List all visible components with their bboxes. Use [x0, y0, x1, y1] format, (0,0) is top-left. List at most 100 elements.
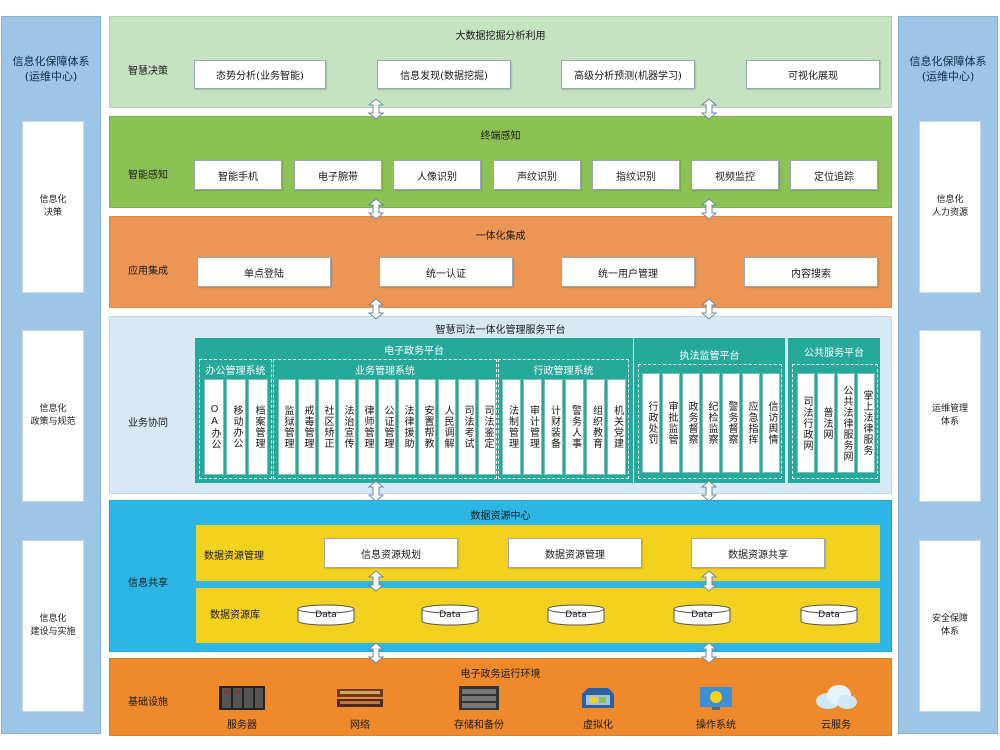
enforce-item-0: 行政处罚 — [642, 373, 660, 473]
infra-item-cloud: 云服务 — [796, 683, 876, 731]
infra-label-server: 服务器 — [227, 720, 257, 731]
business-item-8: 人民调解 — [438, 379, 456, 475]
enforcement-box: 行政处罚审批监管政务督察纪检监察警务督察应急指挥信访舆情 — [638, 364, 782, 479]
double-arrow-icon — [700, 642, 718, 664]
bigdata-item-visualization: 可视化展现 — [746, 60, 880, 89]
terminal-item-face: 人像识别 — [393, 160, 481, 190]
infra-item-network: 网络 — [320, 685, 400, 731]
business-item-1: 戒毒管理 — [298, 379, 316, 475]
infra-label-os: 操作系统 — [696, 720, 736, 731]
enforce-item-3: 纪检监察 — [702, 373, 720, 473]
business-mgmt-title: 业务管理系统 — [355, 366, 415, 377]
server-icon — [219, 686, 265, 710]
integration-label: 应用集成 — [128, 266, 168, 277]
integration-item-usermgmt: 统一用户管理 — [561, 257, 695, 287]
business-item-5: 公证管理 — [378, 379, 396, 475]
infra-title: 电子政务运行环境 — [460, 669, 541, 680]
left-box-construction-line2: 建设与实施 — [30, 627, 76, 637]
integration-layer: 一体化集成 应用集成 单点登陆 统一认证 统一用户管理 内容搜索 — [109, 216, 892, 308]
data-cylinder-label: Data — [565, 610, 587, 620]
double-arrow-icon — [367, 98, 385, 120]
data-cylinder-3: Data — [672, 604, 732, 626]
terminal-label: 智能感知 — [128, 170, 168, 181]
egov-platform-title: 电子政务平台 — [384, 346, 444, 357]
infra-label-cloud: 云服务 — [821, 720, 851, 731]
data-mgmt-item-planning: 信息资源规划 — [324, 538, 458, 568]
double-arrow-icon — [367, 570, 385, 592]
terminal-item-wristband: 电子腕带 — [294, 160, 382, 190]
double-arrow-icon — [700, 98, 718, 120]
terminal-item-fingerprint: 指纹识别 — [592, 160, 680, 190]
infra-layer: 电子政务运行环境 基础设施 服务器 网络 存储和备份 虚拟化 — [109, 658, 892, 736]
os-icon — [700, 687, 732, 710]
data-cylinder-1: Data — [420, 604, 480, 626]
public-item-2: 公共法律服务网 — [837, 373, 855, 473]
double-arrow-icon — [367, 198, 385, 220]
right-box-hr: 信息化 人力资源 — [919, 121, 981, 293]
integration-item-search: 内容搜索 — [744, 257, 878, 287]
left-box-policy-line1: 信息化 — [39, 404, 67, 414]
left-box-construction-line1: 信息化 — [39, 614, 67, 624]
terminal-layer: 终端感知 智能感知 智能手机 电子腕带 人像识别 声纹识别 指纹识别 视频监控 … — [109, 116, 892, 208]
admin-item-5: 机关党建 — [607, 379, 626, 475]
egov-platform: 电子政务平台 办公管理系统 OA办公 移动办公 档案管理 业务管理系统 监狱管理… — [195, 338, 633, 483]
admin-item-3: 警务人事 — [565, 379, 584, 475]
office-item-archive: 档案管理 — [248, 379, 268, 475]
data-mgmt-label: 数据资源管理 — [204, 551, 264, 562]
platform-label: 业务协同 — [128, 418, 168, 429]
bigdata-item-discovery: 信息发现(数据挖掘) — [377, 60, 511, 89]
data-cylinder-label: Data — [818, 610, 840, 620]
enforce-item-1: 审批监管 — [662, 373, 680, 473]
infra-label-virtualization: 虚拟化 — [583, 720, 613, 731]
data-title: 数据资源中心 — [470, 511, 531, 522]
left-box-decision: 信息化 决策 — [22, 121, 84, 293]
bigdata-label: 智慧决策 — [128, 66, 168, 77]
left-box-decision-line2: 决策 — [43, 208, 62, 218]
office-mgmt-title: 办公管理系统 — [205, 366, 266, 377]
public-service-platform: 公共服务平台 司法行政网普法网公共法律服务网掌上法律服务 — [788, 338, 880, 483]
double-arrow-icon — [367, 642, 385, 664]
right-box-security: 安全保障 体系 — [919, 540, 981, 712]
right-box-security-line2: 体系 — [940, 627, 959, 637]
office-mgmt-box: 办公管理系统 OA办公 移动办公 档案管理 — [199, 359, 272, 479]
platform-layer: 智慧司法一体化管理服务平台 业务协同 电子政务平台 办公管理系统 OA办公 移动… — [109, 316, 892, 494]
admin-item-2: 计财装备 — [544, 379, 563, 475]
data-cylinder-0: Data — [296, 604, 356, 626]
public-item-1: 普法网 — [817, 373, 835, 473]
admin-item-4: 组织教育 — [586, 379, 605, 475]
network-icon — [337, 689, 383, 707]
data-cylinder-label: Data — [439, 610, 461, 620]
double-arrow-icon — [700, 480, 718, 502]
enforce-item-2: 政务督察 — [682, 373, 700, 473]
left-support-subtitle: (运维中心) — [24, 70, 78, 83]
right-box-ops-line1: 运维管理 — [931, 404, 968, 414]
public-item-0: 司法行政网 — [797, 373, 815, 473]
right-box-ops-line2: 体系 — [940, 417, 959, 427]
integration-item-auth: 统一认证 — [379, 257, 513, 287]
data-layer: 数据资源中心 信息共享 数据资源管理 信息资源规划 数据资源管理 数据资源共享 … — [109, 500, 892, 652]
double-arrow-icon — [367, 480, 385, 502]
enforcement-platform: 执法监管平台 行政处罚审批监管政务督察纪检监察警务督察应急指挥信访舆情 — [634, 338, 785, 483]
enforce-item-4: 警务督察 — [722, 373, 740, 473]
data-cylinder-4: Data — [799, 604, 859, 626]
infra-item-server: 服务器 — [202, 685, 282, 731]
double-arrow-icon — [367, 298, 385, 320]
data-label: 信息共享 — [128, 578, 168, 589]
business-item-6: 法律援助 — [398, 379, 416, 475]
bigdata-title: 大数据挖掘分析利用 — [455, 31, 546, 42]
terminal-item-location: 定位追踪 — [790, 160, 878, 190]
terminal-item-phone: 智能手机 — [194, 160, 282, 190]
public-item-3: 掌上法律服务 — [857, 373, 875, 473]
platform-title: 智慧司法一体化管理服务平台 — [435, 325, 566, 336]
public-service-title: 公共服务平台 — [804, 348, 864, 359]
left-box-policy-line2: 政策与规范 — [30, 417, 76, 427]
infra-label: 基础设施 — [128, 697, 168, 708]
enforce-item-6: 信访舆情 — [762, 373, 780, 473]
data-cylinder-label: Data — [691, 610, 713, 620]
terminal-title: 终端感知 — [480, 131, 521, 142]
business-item-4: 律师管理 — [358, 379, 376, 475]
terminal-item-voiceprint: 声纹识别 — [493, 160, 581, 190]
enforcement-platform-title: 执法监管平台 — [679, 351, 740, 362]
double-arrow-icon — [700, 570, 718, 592]
